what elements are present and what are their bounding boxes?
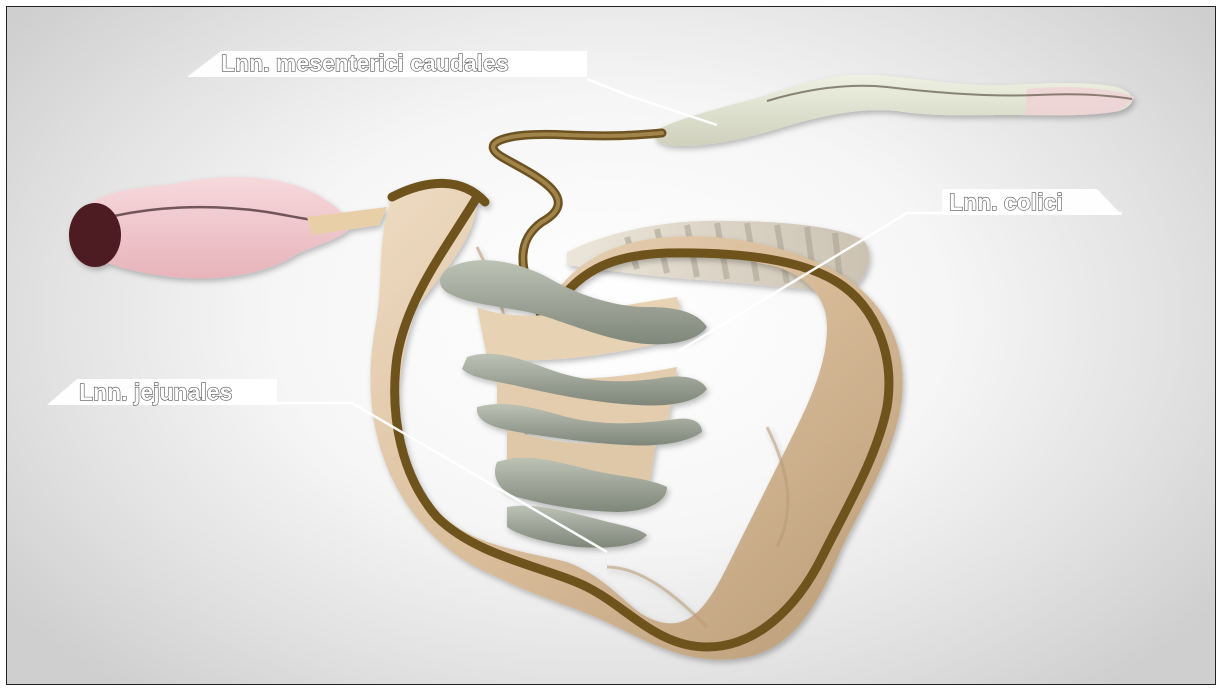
stomach-shape bbox=[69, 177, 387, 278]
label-colici-text: Lnn. colici bbox=[949, 189, 1063, 215]
label-colici: Lnn. colici bbox=[942, 189, 1122, 215]
anatomy-illustration: Lnn. mesenterici caudales Lnn. colici Ln… bbox=[7, 7, 1215, 684]
label-jejunales: Lnn. jejunales bbox=[47, 379, 277, 405]
label-mesenterici-caudales: Lnn. mesenterici caudales bbox=[187, 50, 587, 77]
jejunal-coils-shape bbox=[440, 260, 707, 548]
label-jejunales-text: Lnn. jejunales bbox=[79, 379, 232, 405]
rectum-shape bbox=[654, 75, 1135, 146]
label-mesenterici-text: Lnn. mesenterici caudales bbox=[221, 50, 509, 76]
diagram-canvas: Lnn. mesenterici caudales Lnn. colici Ln… bbox=[6, 6, 1216, 685]
